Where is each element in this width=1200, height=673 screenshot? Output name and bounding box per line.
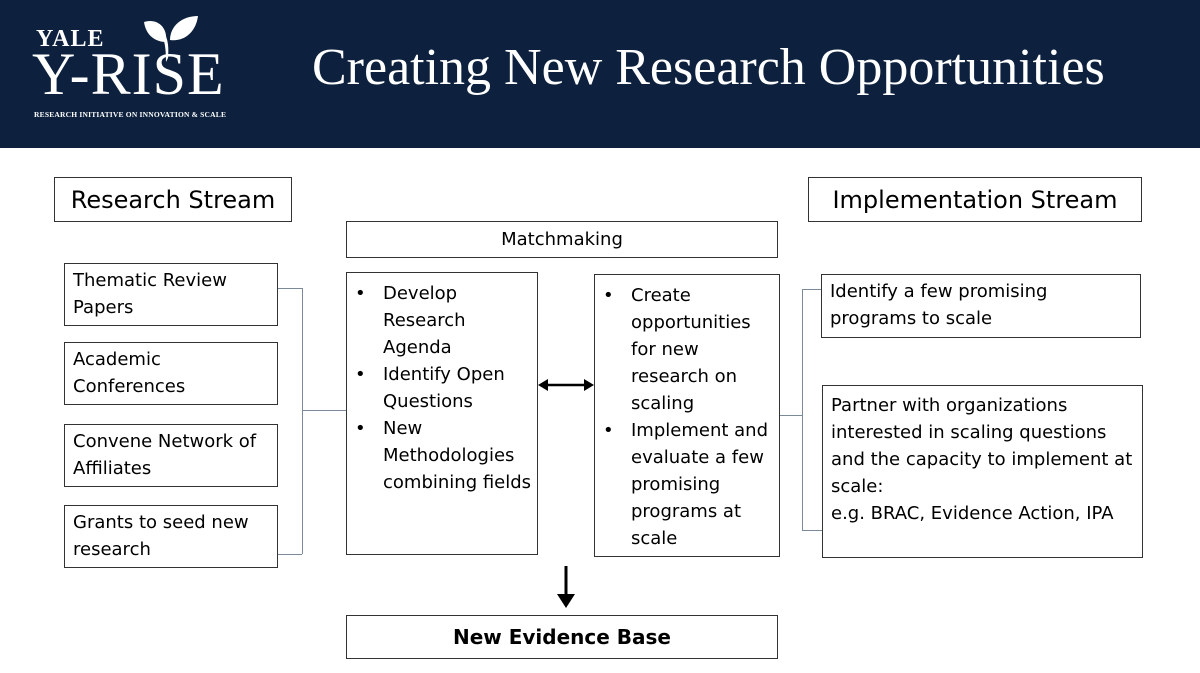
implementation-bullet-list: Create opportunities for new research on…	[595, 282, 779, 552]
slide-title: Creating New Research Opportunities	[312, 39, 1105, 96]
research-stream-title: Research Stream	[54, 177, 292, 222]
bullet-new-methodologies: New Methodologies combining fields	[347, 415, 537, 496]
research-item-network: Convene Network of Affiliates	[64, 424, 278, 487]
implementation-bracket-bottom	[802, 530, 822, 531]
implementation-item-partner: Partner with organizations interested in…	[822, 385, 1143, 558]
logo-y-rise-text: Y-RISE	[32, 41, 225, 107]
bullet-create-opportunities: Create opportunities for new research on…	[595, 282, 779, 417]
research-item-grants: Grants to seed new research	[64, 505, 278, 568]
down-arrow-icon	[557, 566, 575, 608]
research-item-thematic-review: Thematic Review Papers	[64, 263, 278, 326]
new-evidence-base-box: New Evidence Base	[346, 615, 778, 659]
header-banner: YALE Y-RISE RESEARCH INITIATIVE ON INNOV…	[0, 0, 1200, 148]
matchmaking-label: Matchmaking	[346, 221, 778, 258]
y-rise-logo: YALE Y-RISE RESEARCH INITIATIVE ON INNOV…	[30, 14, 270, 124]
bullet-implement-evaluate: Implement and evaluate a few promising p…	[595, 417, 779, 552]
double-arrow-icon	[538, 379, 594, 391]
logo-yale-text: YALE	[36, 26, 105, 52]
matchmaking-research-box: Develop Research Agenda Identify Open Qu…	[346, 272, 538, 555]
research-bracket-connector	[302, 410, 346, 411]
logo-subtitle: RESEARCH INITIATIVE ON INNOVATION & SCAL…	[34, 110, 227, 119]
research-bracket-bottom	[278, 554, 302, 555]
implementation-stream-title: Implementation Stream	[808, 177, 1142, 222]
implementation-bracket-connector	[780, 415, 802, 416]
implementation-bracket-top	[802, 289, 822, 290]
research-bullet-list: Develop Research Agenda Identify Open Qu…	[347, 280, 537, 496]
implementation-item-identify: Identify a few promising programs to sca…	[821, 274, 1141, 338]
research-bracket-vertical	[302, 288, 303, 554]
research-bracket-top	[278, 288, 302, 289]
matchmaking-implementation-box: Create opportunities for new research on…	[594, 274, 780, 557]
sprout-leaf-icon	[144, 16, 198, 62]
research-item-conferences: Academic Conferences	[64, 342, 278, 405]
implementation-bracket-vertical	[802, 289, 803, 530]
bullet-open-questions: Identify Open Questions	[347, 361, 537, 415]
bullet-develop-agenda: Develop Research Agenda	[347, 280, 537, 361]
